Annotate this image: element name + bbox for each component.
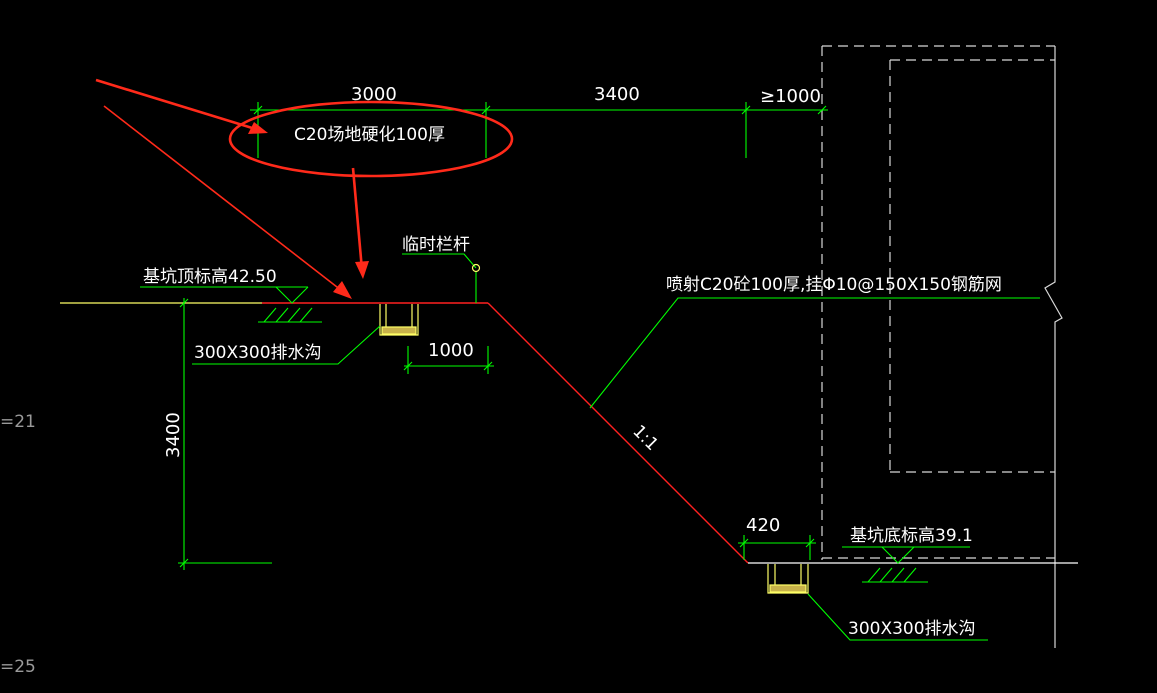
dim-ditch-width: 1000 — [428, 340, 474, 361]
edge-mark-2: =25 — [0, 657, 36, 677]
dim-top-left: 3000 — [351, 84, 397, 105]
label-bottom-drain: 300X300排水沟 — [848, 619, 976, 639]
bottom-drain-ditch — [767, 564, 809, 594]
ground-lines — [60, 302, 1078, 564]
dim-top-right: ≥1000 — [760, 86, 821, 107]
edge-mark-1: =21 — [0, 412, 36, 432]
label-slope-protection: 喷射C20砼100厚,挂Φ10@150X150钢筋网 — [666, 275, 1002, 295]
dimension-lines — [178, 102, 828, 570]
annotation-arrow-1 — [95, 78, 263, 133]
annotation-arrow-3 — [351, 167, 364, 271]
red-annotation-markup — [95, 78, 514, 299]
annotation-arrow-2 — [103, 105, 347, 295]
label-slope-ratio: 1:1 — [628, 421, 661, 454]
label-surface-hardening: C20场地硬化100厚 — [294, 125, 445, 145]
dim-height: 3400 — [163, 412, 184, 458]
label-railing: 临时栏杆 — [402, 235, 470, 255]
slope-line — [487, 302, 749, 564]
dim-bottom-ditch: 420 — [746, 515, 780, 536]
top-elevation-marker — [140, 286, 322, 323]
label-texts: C20场地硬化100厚 临时栏杆 基坑顶标高42.50 300X300排水沟 喷… — [143, 125, 1002, 639]
label-top-elevation: 基坑顶标高42.50 — [143, 267, 277, 287]
dimension-texts: 3000 3400 ≥1000 1000 3400 420 — [163, 84, 821, 536]
label-bottom-elevation: 基坑底标高39.1 — [850, 526, 973, 546]
leader-lines — [192, 253, 1040, 641]
railing-post-icon — [471, 263, 481, 273]
dim-top-middle: 3400 — [594, 84, 640, 105]
annotation-circle — [228, 100, 514, 178]
top-drain-ditch — [379, 304, 419, 336]
structure-outline — [821, 45, 1063, 648]
bottom-elevation-marker — [842, 546, 970, 583]
label-top-drain: 300X300排水沟 — [194, 343, 322, 363]
edge-marks: =21 =25 — [0, 412, 36, 677]
